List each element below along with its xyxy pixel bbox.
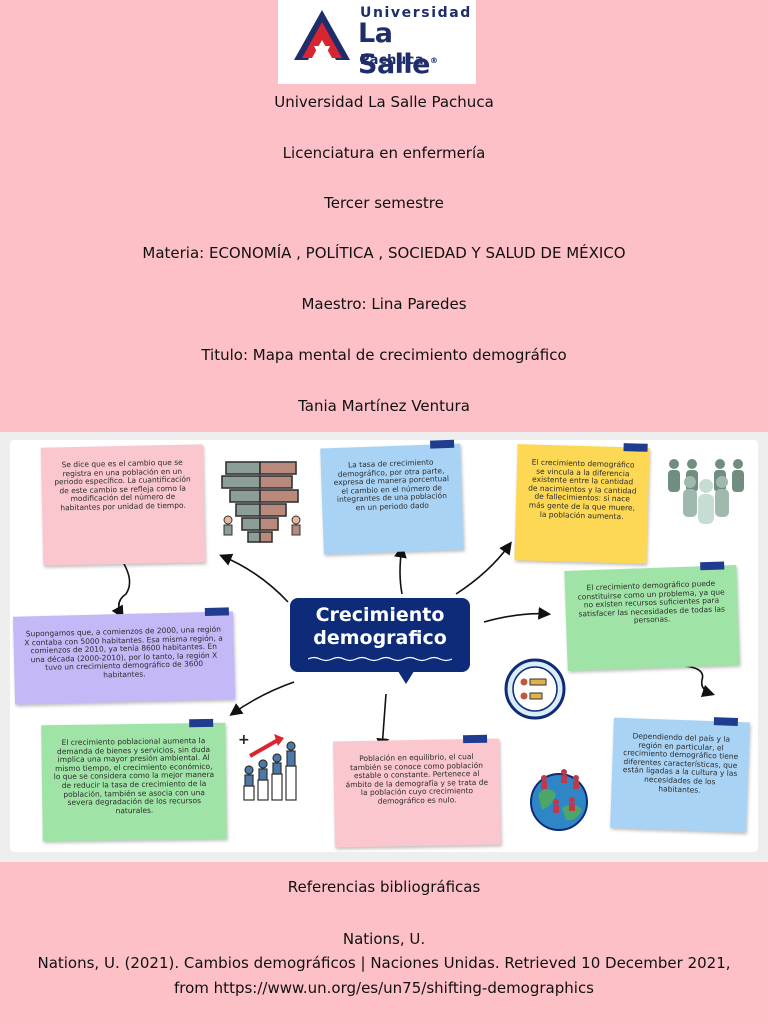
arrow-green-right-to-blue-bottom <box>683 665 716 698</box>
note-births-deaths-text: El crecimiento demográfico se vincula a … <box>528 457 637 521</box>
author-name: Tania Martínez Ventura <box>298 397 470 415</box>
references-section: Referencias bibliográficas Nations, U. N… <box>0 862 768 1024</box>
document-title: Titulo: Mapa mental de crecimiento demog… <box>201 346 567 364</box>
university-logo: Universidad La Salle® Pachuca <box>278 0 476 84</box>
note-problem-text: El crecimiento demográfico puede constit… <box>577 578 726 626</box>
arrow-pink-top-to-purple <box>111 563 131 619</box>
population-pyramid-icon <box>221 461 301 543</box>
note-growth-rate-text: La tasa de crecimiento demográfico, por … <box>333 457 450 513</box>
semester: Tercer semestre <box>324 194 444 212</box>
center-node-tail <box>396 668 416 684</box>
note-definition-text: Se dice que es el cambio que se registra… <box>54 457 191 513</box>
la-salle-star-icon <box>294 10 350 60</box>
note-example-text: Supongamos que, a comienzos de 2000, una… <box>24 624 223 680</box>
people-group-icon <box>668 459 744 524</box>
arrow-center-to-pink-top <box>219 553 289 603</box>
note-culture-text: Dependiendo del país y la región en part… <box>622 731 739 795</box>
population-chart-icon <box>504 658 566 720</box>
world-population-icon <box>530 769 588 831</box>
note-equilibrium: Población en equilibrio, el cual también… <box>333 734 501 848</box>
note-problem: El crecimiento demográfico puede constit… <box>564 561 740 671</box>
center-underline <box>308 656 452 662</box>
logo-line-pachuca: Pachuca <box>360 53 425 68</box>
mind-map-arrows <box>111 541 716 752</box>
note-equilibrium-text: Población en equilibrio, el cual también… <box>345 752 489 806</box>
growth-chart-icon: + <box>238 732 297 801</box>
note-culture: Dependiendo del país y la región en part… <box>610 717 750 833</box>
references-heading: Referencias bibliográficas <box>287 878 481 896</box>
reference-full-line1: Nations, U. (2021). Cambios demográficos… <box>37 954 731 972</box>
note-births-deaths: El crecimiento demográfico se vincula a … <box>514 443 650 564</box>
reference-short: Nations, U. <box>342 930 426 948</box>
university-name: Universidad La Salle Pachuca <box>274 93 494 111</box>
note-environment-text: El crecimiento poblacional aumenta la de… <box>53 736 215 816</box>
note-example: Supongamos que, a comienzos de 2000, una… <box>12 607 236 705</box>
subject: Materia: ECONOMÍA , POLÍTICA , SOCIEDAD … <box>142 244 626 262</box>
logo-line-universidad: Universidad <box>360 5 472 21</box>
degree-name: Licenciatura en enfermería <box>282 144 486 162</box>
logo-line-lasalle: La Salle® <box>358 18 438 80</box>
reference-full-line2: from https://www.un.org/es/un75/shifting… <box>174 979 594 997</box>
note-definition: Se dice que es el cambio que se registra… <box>40 444 206 566</box>
arrow-center-to-green-right <box>483 606 552 623</box>
arrow-center-to-yellow <box>455 541 512 595</box>
svg-text:+: + <box>238 732 250 748</box>
teacher: Maestro: Lina Paredes <box>301 295 467 313</box>
note-growth-rate: La tasa de crecimiento demográfico, por … <box>320 439 464 555</box>
arrow-center-to-blue-top <box>394 544 407 595</box>
arrow-center-to-green-bottom <box>229 681 295 716</box>
note-environment: El crecimiento poblacional aumenta la de… <box>41 718 227 842</box>
